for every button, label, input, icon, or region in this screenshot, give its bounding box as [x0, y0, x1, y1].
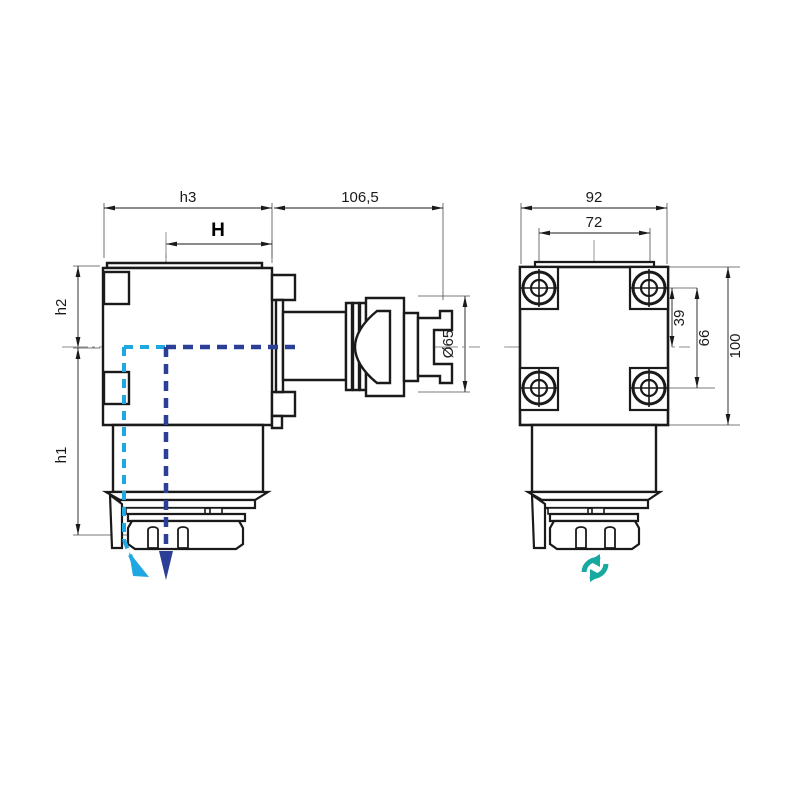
axis-annotation-cyan [122, 345, 166, 577]
dim-diameter-65-label: Ø65 [440, 330, 457, 358]
dim-h2: h2 [53, 265, 100, 349]
dim-106-5-label: 106,5 [341, 189, 379, 206]
front-tool-chuck [523, 490, 664, 551]
dim-106-5: 106,5 [274, 189, 444, 300]
rotation-icon [581, 554, 609, 582]
screw-boss-upper-left [102, 270, 131, 306]
mounting-flange-right [270, 273, 297, 430]
screw-bottom-right [630, 369, 668, 407]
dim-92: 92 [520, 189, 668, 264]
dim-100: 100 [668, 266, 744, 426]
dim-diameter-65: Ø65 [418, 295, 470, 393]
dim-h3-label: h3 [180, 189, 197, 206]
front-view: 92 72 39 66 100 [504, 189, 744, 582]
screw-top-left [520, 269, 558, 307]
dim-100-label: 100 [727, 333, 744, 358]
dim-39-label: 39 [671, 310, 688, 327]
spindle-assembly [274, 296, 454, 398]
dim-92-label: 92 [586, 189, 603, 206]
dim-h2-label: h2 [53, 299, 70, 316]
side-view: h3 106,5 H h2 h1 [53, 189, 480, 551]
dim-H: H [165, 220, 273, 263]
dim-H-label: H [211, 220, 225, 241]
dim-h3: h3 [103, 189, 273, 258]
dim-h1-label: h1 [53, 447, 70, 464]
axis-annotation-navy [159, 344, 300, 580]
front-column-lower [530, 423, 658, 494]
tool-chuck [101, 490, 272, 551]
spindle-column-lower [111, 423, 265, 494]
dim-66-label: 66 [696, 330, 713, 347]
screw-top-right [630, 269, 668, 307]
screw-bottom-left [520, 369, 558, 407]
dim-72-label: 72 [586, 214, 603, 231]
dim-72: 72 [538, 214, 651, 283]
